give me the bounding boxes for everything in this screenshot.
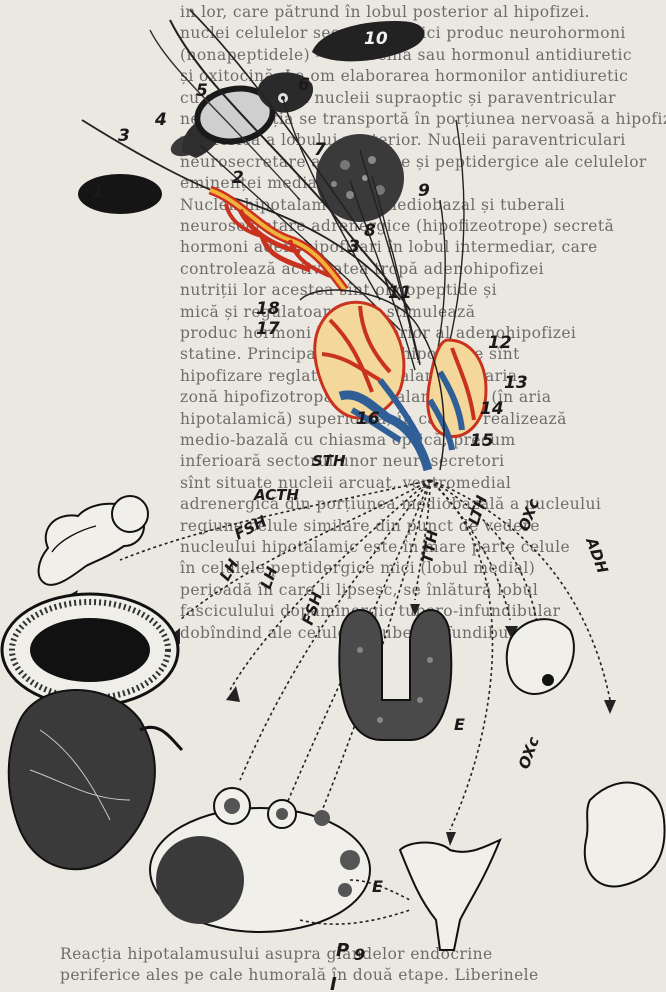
label-12: 12 [488,333,512,353]
label-p: P [336,940,349,961]
arrow-lth [430,480,510,620]
label-lh-1: LH [216,555,243,584]
label-5: 5 [196,81,208,101]
label-lh-2: LH [257,564,282,591]
label-e-1: E [454,715,465,734]
label-tth: TTH [418,528,442,564]
label-2: 2 [232,168,244,188]
label-e-2: E [372,877,383,896]
label-4: 4 [154,110,167,130]
label-3b: 3 [348,237,360,257]
label-7: 7 [314,140,326,160]
bone-target [39,496,148,585]
label-adh: ADH [582,534,612,576]
structure-1 [78,174,162,214]
adrenal-target [2,594,178,706]
label-8: 8 [364,221,376,241]
label-18: 18 [256,299,280,319]
label-oxc-1: OXc [515,496,543,533]
label-14: 14 [480,399,504,419]
label-3a: 3 [118,126,130,146]
label-10: 10 [364,29,388,49]
label-17: 17 [256,319,280,339]
label-13: 13 [504,373,528,393]
label-acth: ACTH [253,486,299,504]
uterus-target [400,840,500,950]
arrow-acth [180,480,430,620]
testis-target [9,690,182,869]
label-11: 11 [388,283,412,303]
ovary-target [150,788,370,932]
label-sth: STH [312,452,346,470]
mammary-target [507,619,574,694]
label-6: 6 [298,75,310,95]
bottom-mark: I [330,974,337,992]
label-9-sub: 9 [354,945,365,964]
label-oxc-2: OXc [515,734,543,771]
label-15: 15 [470,431,494,451]
label-9: 9 [418,181,430,201]
label-1: 1 [92,182,104,202]
kidney-target [585,783,665,887]
label-fsh-2: FSH [299,589,327,627]
label-16: 16 [356,409,380,429]
thyroid-target [339,610,451,740]
